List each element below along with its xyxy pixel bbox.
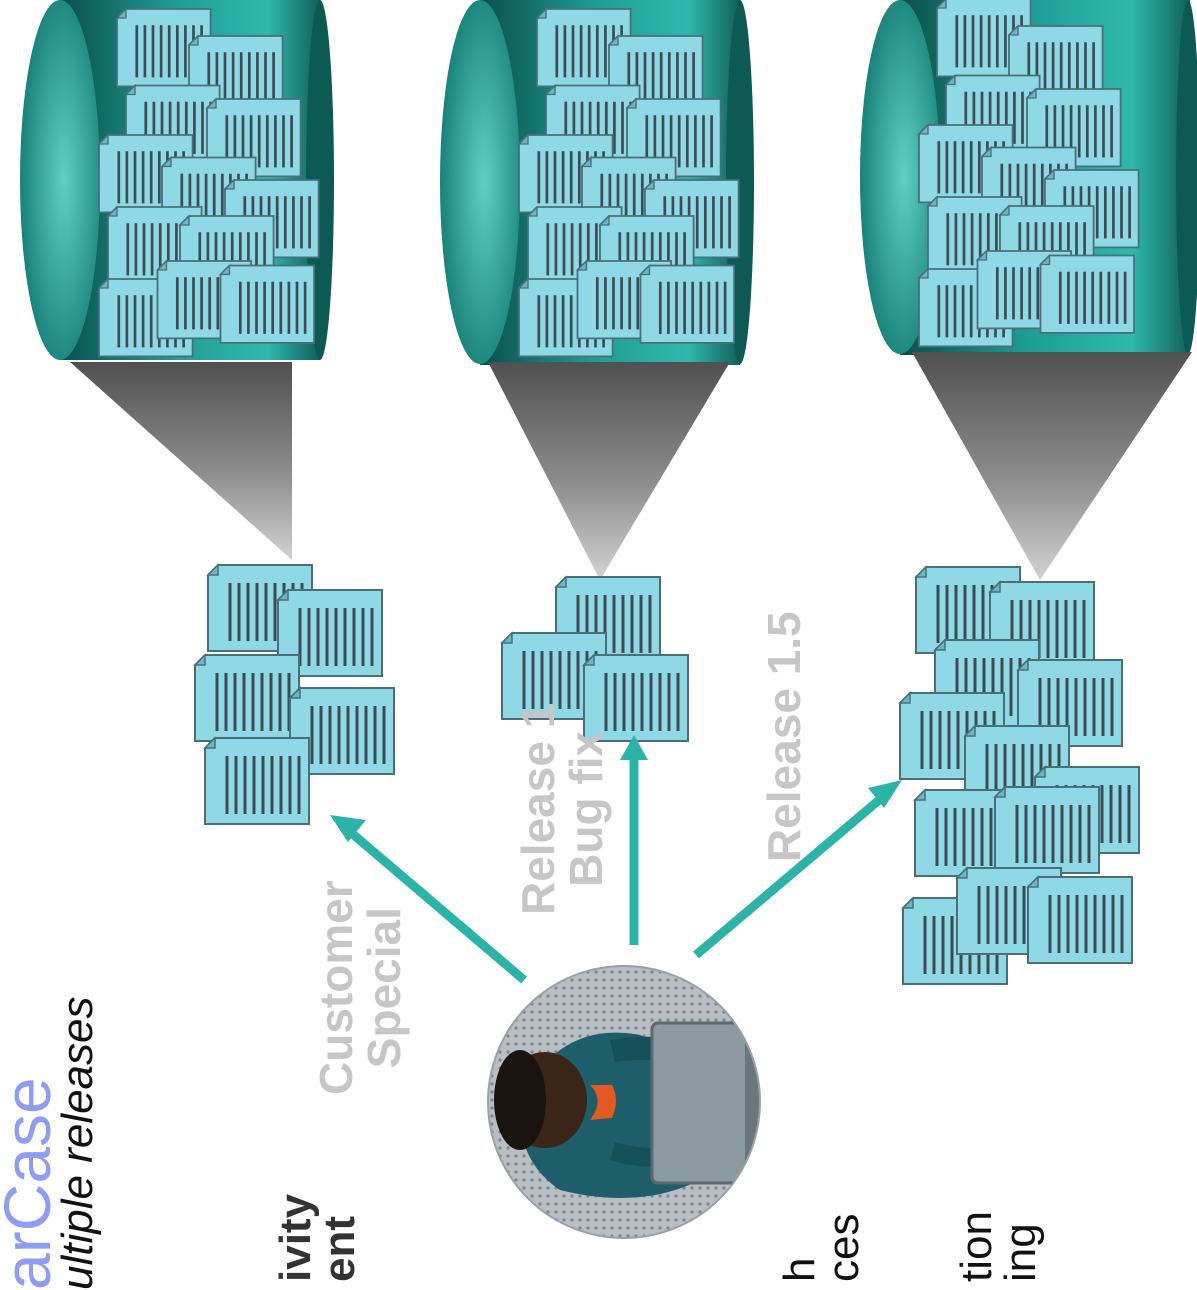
funnel-3: [912, 352, 1192, 580]
stream-label-customer-special: Customer Special: [312, 880, 409, 1095]
side-text-2: h ces: [778, 1214, 866, 1282]
database-cylinder-icon-1: [20, 0, 334, 360]
funnel-1: [70, 362, 292, 560]
side-text-1: ivity ent: [274, 1194, 362, 1282]
developer-photo: [488, 966, 765, 1238]
stream-label-release-1-5: Release 1.5: [760, 611, 808, 862]
document-stack-icon-3: [900, 567, 1139, 984]
page-subtitle: ultiple releases: [56, 997, 100, 1290]
funnel-2: [488, 362, 730, 580]
page-title: arCase: [0, 1077, 60, 1290]
stream-label-release-1-bugfix: Release 1 Bug fix: [514, 703, 611, 915]
arrow-to-release-1: [620, 735, 648, 945]
document-stack-icon-1: [195, 565, 394, 824]
side-text-3: tion ing: [955, 1211, 1043, 1282]
database-cylinder-icon-3: [860, 0, 1197, 355]
database-cylinder-icon-2: [440, 0, 754, 365]
